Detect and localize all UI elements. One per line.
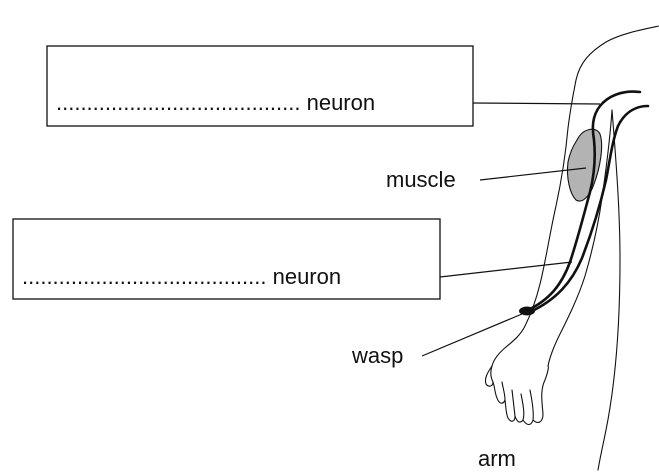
wasp-sting-dot <box>519 306 535 316</box>
wasp-label: wasp <box>351 343 403 368</box>
muscle-shape <box>566 128 603 202</box>
sensory-neuron-pathway <box>528 104 650 314</box>
leader-line-top <box>472 102 601 105</box>
arm-label: arm <box>478 446 516 471</box>
label-box-top-text: ........................................… <box>56 90 375 115</box>
label-box-bottom-text: ........................................… <box>22 264 341 289</box>
thumb-outline <box>484 365 494 387</box>
torso-edge <box>597 109 621 471</box>
leader-line-muscle <box>479 167 587 181</box>
arm-outline <box>484 25 659 471</box>
leader-line-bottom <box>439 261 573 278</box>
muscle-label: muscle <box>386 167 456 192</box>
label-box-top <box>46 45 474 127</box>
label-box-bottom <box>12 218 441 300</box>
leader-line-wasp <box>421 313 523 357</box>
motor-neuron-pathway <box>524 90 642 313</box>
shoulder-outline <box>567 25 659 129</box>
arm-inner-edge <box>547 109 613 367</box>
arm-outer-edge <box>505 127 569 348</box>
hand-outline <box>490 346 549 426</box>
